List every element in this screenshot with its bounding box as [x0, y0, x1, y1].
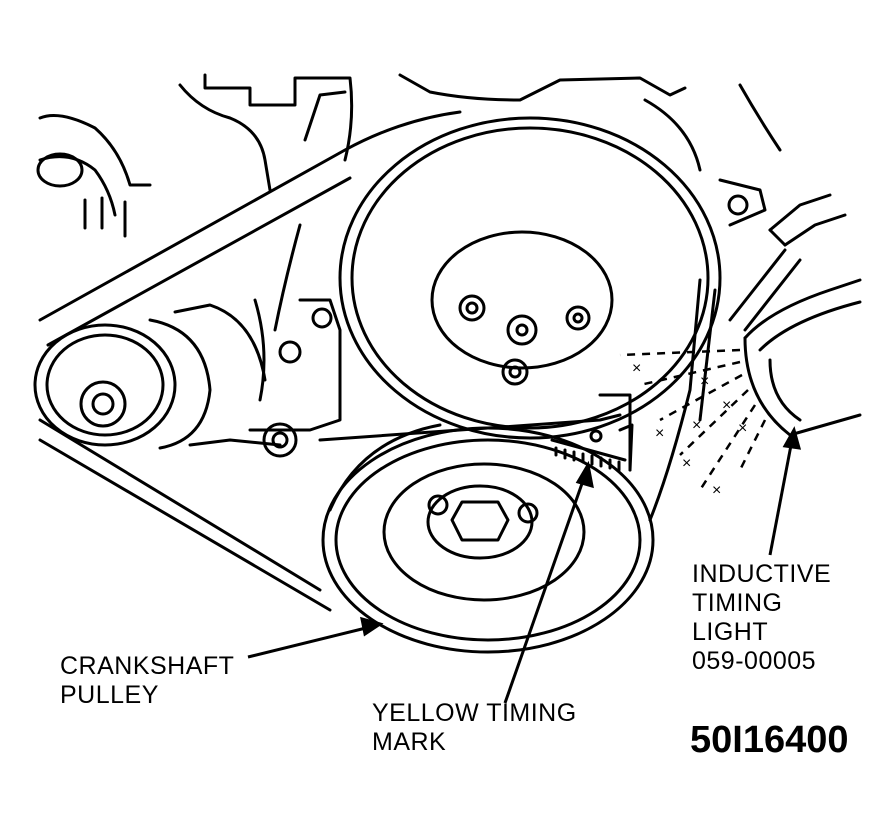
label-line: LIGHT	[692, 618, 769, 646]
svg-text:×: ×	[632, 360, 641, 377]
label-line: PULLEY	[60, 681, 159, 709]
figure-code: 50I16400	[690, 719, 849, 761]
svg-text:×: ×	[692, 417, 701, 434]
label-line: INDUCTIVE	[692, 560, 832, 588]
mounting-bracket	[188, 298, 632, 472]
water-pump-pulley	[338, 116, 722, 440]
inductive-timing-light-label: INDUCTIVE TIMING LIGHT 059-00005	[692, 560, 831, 676]
label-line: 059-00005	[692, 647, 817, 675]
svg-text:×: ×	[682, 455, 691, 472]
crankshaft-pulley-label: CRANKSHAFT PULLEY	[60, 652, 234, 710]
inductive-timing-light-drawing	[718, 178, 862, 437]
svg-text:×: ×	[712, 482, 721, 499]
timing-scale	[550, 423, 634, 472]
svg-text:×: ×	[738, 420, 747, 437]
engine-block-outline	[36, 73, 782, 402]
svg-text:×: ×	[700, 373, 709, 390]
label-line: YELLOW TIMING	[372, 699, 577, 727]
svg-text:×: ×	[655, 425, 664, 442]
light-sparkles: × × × × × × × ×	[632, 360, 747, 499]
light-beam	[619, 348, 767, 491]
serpentine-belt	[38, 110, 717, 612]
svg-text:×: ×	[722, 397, 731, 414]
label-line: CRANKSHAFT	[60, 652, 235, 680]
label-line: MARK	[372, 728, 447, 756]
yellow-timing-mark-label: YELLOW TIMING MARK	[372, 699, 577, 757]
leader-arrows	[247, 426, 802, 704]
crankshaft-pulley-drawing	[321, 423, 655, 654]
label-line: TIMING	[692, 589, 783, 617]
idler-pulley	[33, 303, 267, 450]
